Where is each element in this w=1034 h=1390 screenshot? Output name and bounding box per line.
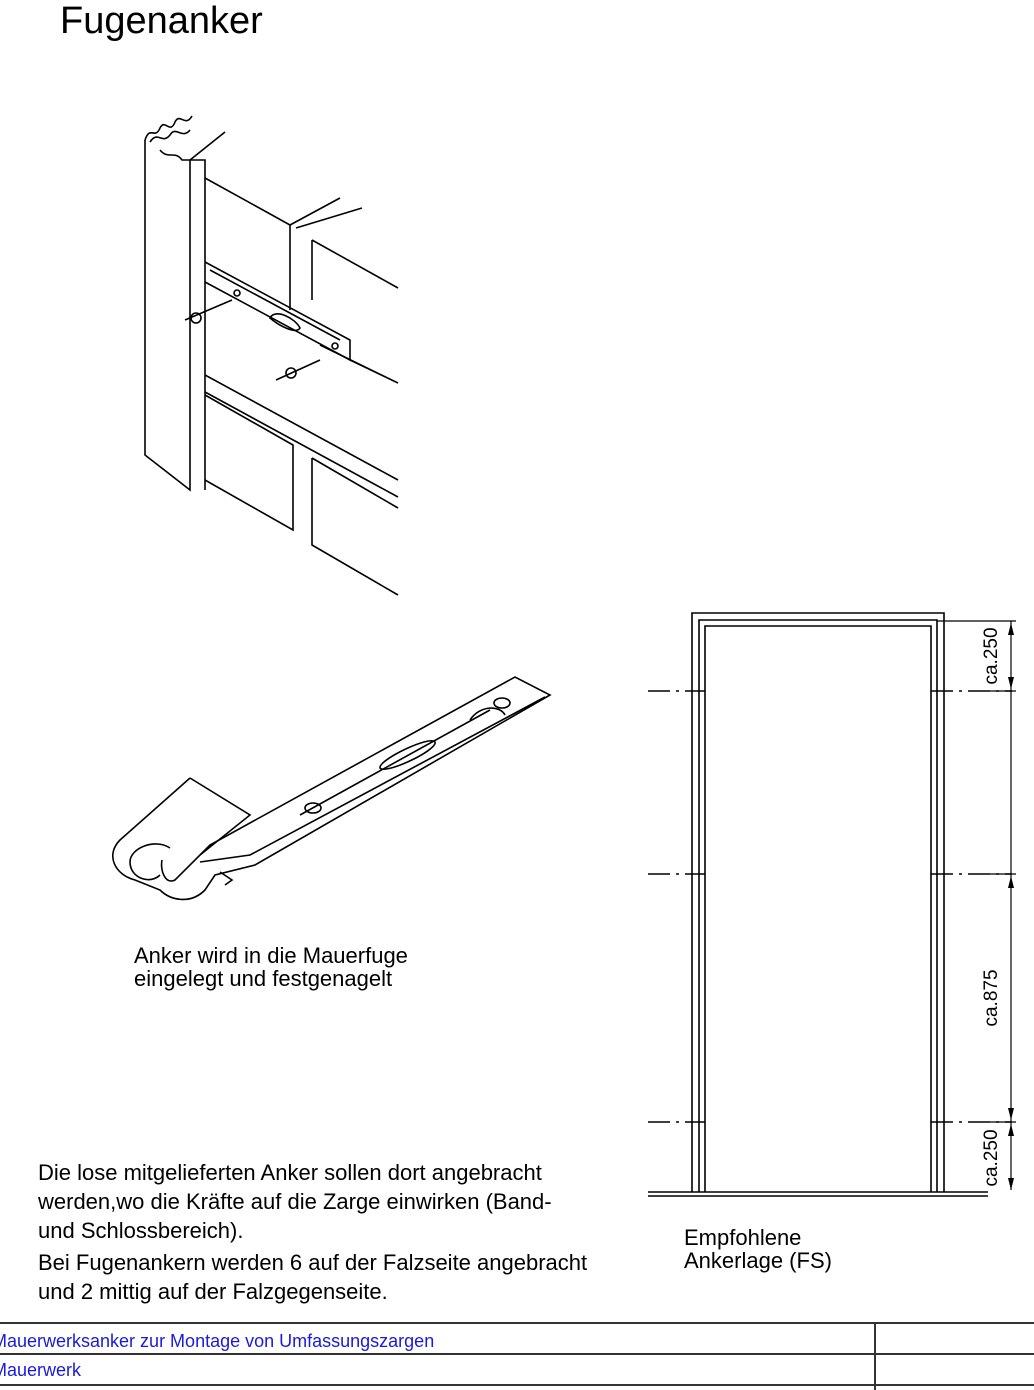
paragraph-line: Bei Fugenankern werden 6 auf der Falzsei… <box>38 1250 588 1275</box>
instruction-paragraph: Die lose mitgelieferten Anker sollen dor… <box>38 1158 587 1306</box>
title-block-row-2: Mauerwerk <box>0 1360 82 1380</box>
label-line: Ankerlage (FS) <box>684 1248 832 1273</box>
divider <box>874 1322 876 1390</box>
anchor-position-lines <box>648 690 1012 1123</box>
divider <box>0 1322 1034 1324</box>
wall-installation-drawing <box>144 115 399 596</box>
title-block-row-1: Mauerwerksanker zur Montage von Umfassun… <box>0 1331 435 1351</box>
paragraph-line: werden,wo die Kräfte auf die Zarge einwi… <box>38 1189 552 1214</box>
frame-diagram-label: Empfohlene Ankerlage (FS) <box>684 1226 832 1272</box>
page-title: Fugenanker <box>60 0 263 42</box>
dimension-top: ca.250 <box>981 627 1002 685</box>
door-frame-diagram <box>648 612 1016 1197</box>
anchor-caption: Anker wird in die Mauerfuge eingelegt un… <box>134 944 408 990</box>
paragraph-line: und Schlossbereich). <box>38 1218 244 1243</box>
dimension-middle: ca.875 <box>981 969 1002 1027</box>
label-line: Empfohlene <box>684 1225 802 1250</box>
divider <box>0 1353 1034 1355</box>
divider <box>0 1384 1034 1386</box>
caption-line: Anker wird in die Mauerfuge <box>134 943 408 968</box>
anchor-drawing <box>111 676 552 901</box>
paragraph-line: und 2 mittig auf der Falzgegenseite. <box>38 1279 388 1304</box>
caption-line: eingelegt und festgenagelt <box>134 966 393 991</box>
dimension-bottom: ca.250 <box>981 1129 1002 1187</box>
paragraph-line: Die lose mitgelieferten Anker sollen dor… <box>38 1160 542 1185</box>
